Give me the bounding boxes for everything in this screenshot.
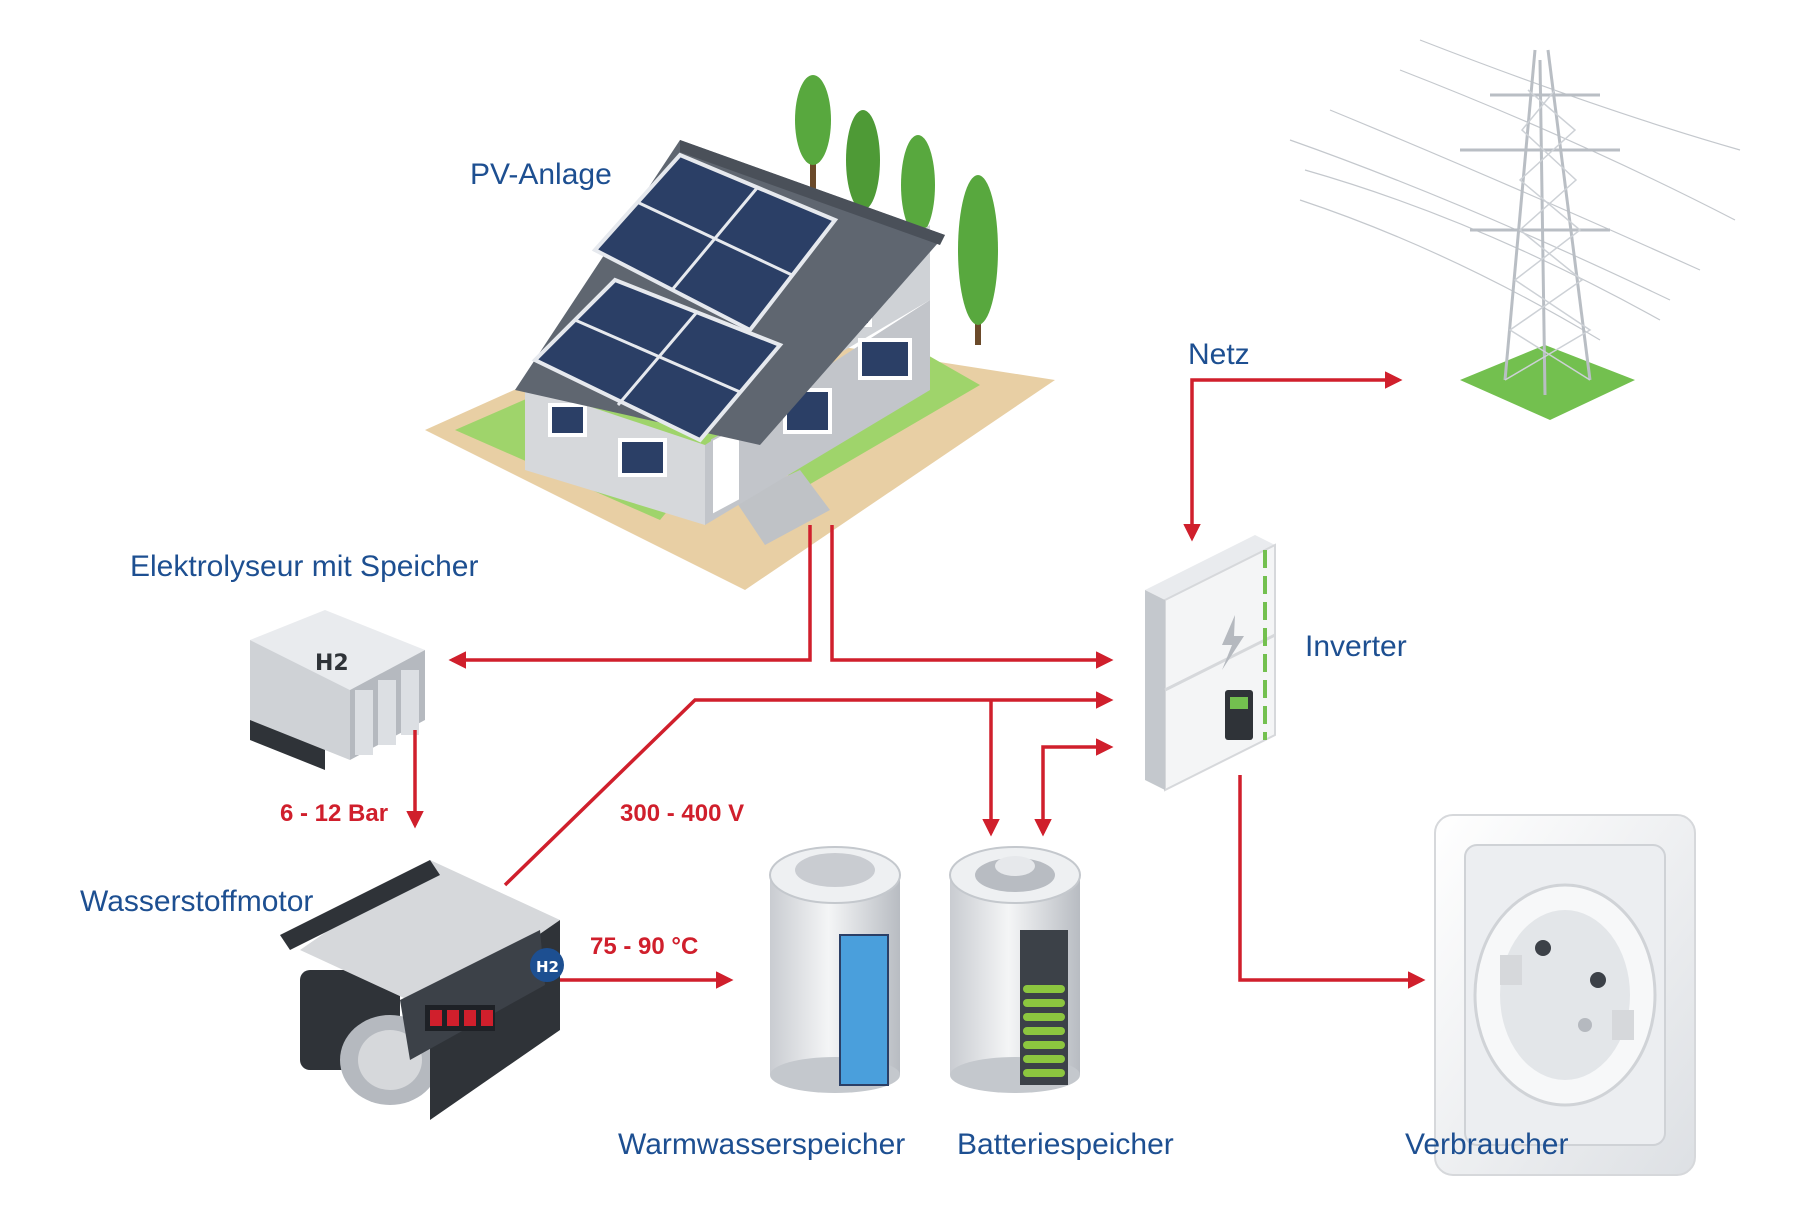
power-pylon-illustration bbox=[1289, 39, 1741, 420]
hydrogen-engine-illustration: H2 bbox=[280, 860, 564, 1120]
solar-panel-icon bbox=[531, 152, 839, 443]
flow-inverter-to-consumer bbox=[1238, 775, 1426, 989]
label-batteriespeicher: Batteriespeicher bbox=[957, 1128, 1174, 1161]
tree-icon bbox=[795, 75, 998, 345]
label-inverter: Inverter bbox=[1305, 630, 1407, 663]
flow-battery-inverter bbox=[1034, 738, 1114, 837]
h2-icon: H2 bbox=[530, 948, 564, 982]
flow-engine-to-inverter bbox=[503, 691, 1114, 887]
flow-pv-to-inverter bbox=[830, 525, 1114, 669]
h2-icon: H2 bbox=[315, 651, 349, 676]
label-warmwasserspeicher: Warmwasserspeicher bbox=[618, 1128, 906, 1161]
flow-pv-to-electrolyser bbox=[448, 525, 812, 669]
battery-storage-illustration bbox=[949, 846, 1081, 1093]
label-elektrolyseur: Elektrolyseur mit Speicher bbox=[130, 550, 479, 583]
label-temperature: 75 - 90 °C bbox=[590, 933, 699, 960]
label-verbraucher: Verbraucher bbox=[1405, 1128, 1569, 1161]
flow-lines bbox=[406, 371, 1426, 989]
inverter-illustration bbox=[1145, 535, 1276, 792]
label-netz: Netz bbox=[1188, 338, 1250, 371]
electrolyser-illustration: H2 bbox=[250, 610, 425, 770]
flow-grid-inverter bbox=[1183, 371, 1403, 542]
label-voltage: 300 - 400 V bbox=[620, 800, 745, 827]
lightning-icon bbox=[1222, 615, 1244, 670]
label-pressure: 6 - 12 Bar bbox=[280, 800, 389, 827]
house-pv-illustration bbox=[425, 75, 1055, 590]
svg-text:H2: H2 bbox=[315, 651, 349, 676]
svg-text:H2: H2 bbox=[536, 958, 559, 976]
label-wasserstoffmotor: Wasserstoffmotor bbox=[80, 885, 314, 918]
hot-water-tank-illustration bbox=[769, 846, 901, 1093]
label-pv-anlage: PV-Anlage bbox=[470, 158, 612, 191]
wall-socket-illustration bbox=[1434, 814, 1696, 1176]
